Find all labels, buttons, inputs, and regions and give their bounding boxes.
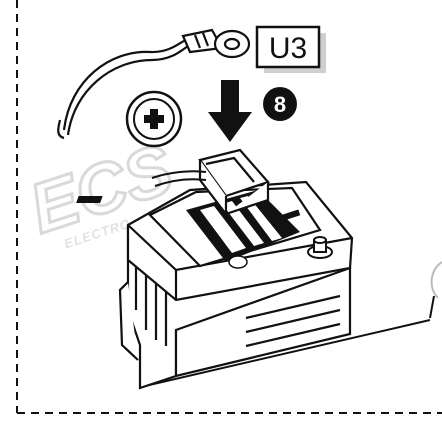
negative-terminal-post [307, 236, 333, 259]
edge-arc [430, 261, 442, 299]
battery-cable [57, 38, 189, 140]
terminal-wires [151, 170, 207, 187]
lid-hatch [76, 196, 301, 225]
down-arrow-icon [208, 80, 252, 142]
component-tag: U3 [255, 25, 326, 73]
step-number: 8 [274, 92, 286, 117]
ring-terminal [181, 28, 251, 59]
positive-terminal-cover [198, 148, 270, 218]
mounting-bracket [144, 295, 435, 387]
step-badge: 8 [263, 87, 297, 121]
battery-top-label [186, 190, 300, 269]
component-tag-label: U3 [269, 32, 307, 65]
dashed-frame [16, 0, 442, 414]
plus-circle-icon [125, 90, 183, 148]
